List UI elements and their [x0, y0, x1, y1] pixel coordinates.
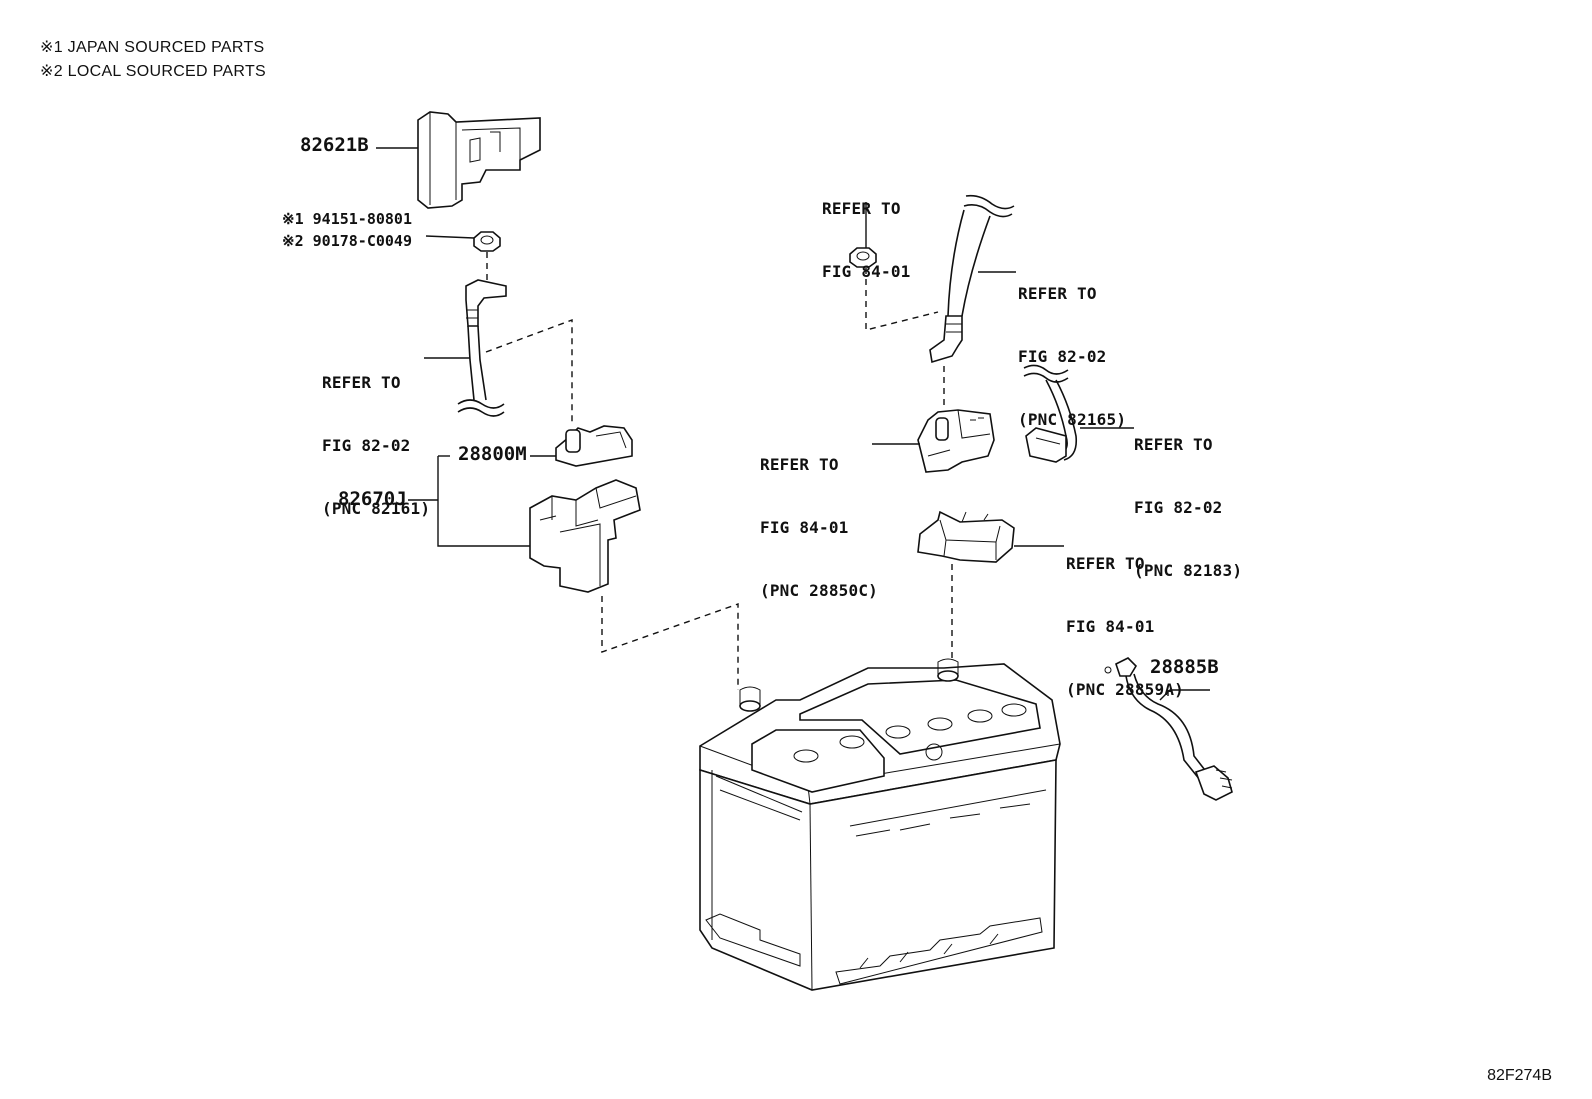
ref-line: REFER TO — [760, 455, 839, 474]
note-japan-sourced: ※1 JAPAN SOURCED PARTS — [40, 39, 265, 56]
part-number-28800M[interactable]: 28800M — [458, 443, 527, 465]
ref-line: FIG 84-01 — [822, 262, 911, 281]
note-local-sourced: ※2 LOCAL SOURCED PARTS — [40, 63, 266, 80]
part-number-nut-japan[interactable]: ※1 94151-80801 — [282, 210, 412, 228]
ref-line: REFER TO — [1018, 284, 1097, 303]
reference-pnc-82165[interactable]: REFER TO FIG 82-02 (PNC 82165) — [1018, 241, 1126, 472]
part-number-nut-local[interactable]: ※2 90178-C0049 — [282, 232, 412, 250]
ref-line: (PNC 28859A) — [1066, 680, 1184, 699]
ref-line: (PNC 82161) — [322, 499, 431, 518]
ref-line: (PNC 28850C) — [760, 581, 878, 600]
ref-line: REFER TO — [1134, 435, 1213, 454]
ref-line: FIG 84-01 — [760, 518, 849, 537]
sensor-harness-82183[interactable] — [1023, 364, 1078, 463]
positive-cable-82165[interactable] — [929, 194, 1015, 364]
ref-line: REFER TO — [822, 199, 901, 218]
reference-fig-84-01-nut[interactable]: REFER TO FIG 84-01 — [822, 156, 911, 324]
part-number-82670J[interactable]: 82670J — [338, 488, 407, 510]
part-number-28885B[interactable]: 28885B — [1150, 656, 1219, 678]
battery — [699, 658, 1061, 991]
negative-cable-82161[interactable] — [457, 279, 507, 417]
ref-line: FIG 82-02 — [1018, 347, 1107, 366]
ref-line: REFER TO — [1066, 554, 1145, 573]
ref-line: FIG 82-02 — [1134, 498, 1223, 517]
terminal-cover-82621B[interactable] — [417, 111, 541, 209]
ref-line: FIG 82-02 — [322, 436, 411, 455]
terminal-28800M[interactable] — [555, 425, 633, 467]
terminal-28850C[interactable] — [917, 409, 995, 473]
nut-part[interactable] — [473, 231, 501, 252]
reference-pnc-82161[interactable]: REFER TO FIG 82-02 (PNC 82161) — [322, 330, 430, 561]
bracket-28859A[interactable] — [917, 510, 1015, 563]
reference-pnc-28850C[interactable]: REFER TO FIG 84-01 (PNC 28850C) — [760, 412, 878, 643]
part-number-82621B[interactable]: 82621B — [300, 134, 369, 156]
reference-pnc-28859A[interactable]: REFER TO FIG 84-01 (PNC 28859A) — [1066, 511, 1184, 742]
nut-top-right[interactable] — [849, 247, 877, 268]
ref-line: FIG 84-01 — [1066, 617, 1155, 636]
reference-pnc-82183[interactable]: REFER TO FIG 82-02 (PNC 82183) — [1134, 392, 1242, 623]
ref-line: REFER TO — [322, 373, 401, 392]
terminal-block-82670J[interactable] — [529, 479, 641, 593]
figure-code: 82F274B — [1487, 1067, 1552, 1084]
ref-line: (PNC 82165) — [1018, 410, 1127, 429]
sensor-28885B[interactable] — [1104, 657, 1233, 801]
ref-line: (PNC 82183) — [1134, 561, 1243, 580]
